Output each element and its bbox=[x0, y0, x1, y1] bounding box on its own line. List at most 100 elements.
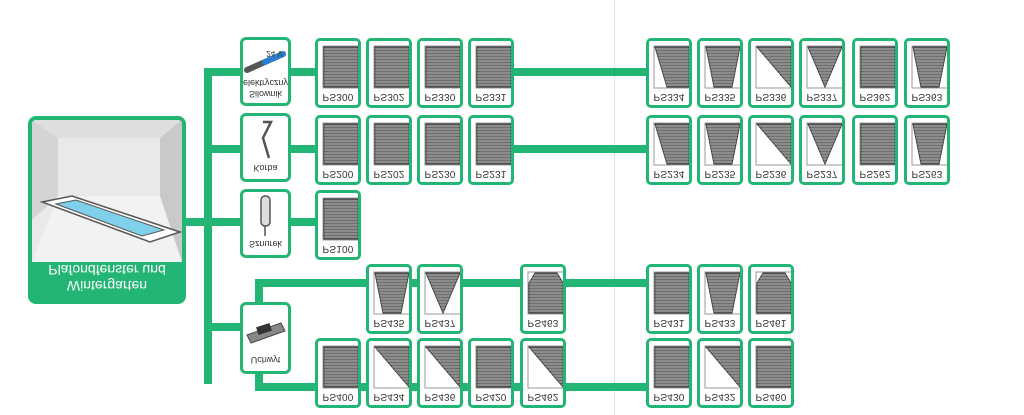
pleated-blind-icon bbox=[653, 271, 689, 315]
product-tile: PS337 bbox=[799, 38, 845, 108]
option-motor-label1: Silownik bbox=[248, 89, 282, 99]
product-tile: PS433 bbox=[697, 264, 743, 334]
connector-r3-a bbox=[286, 218, 318, 226]
option-crank-label: Korba bbox=[253, 163, 278, 173]
product-tile: PS436 bbox=[417, 338, 463, 408]
connector-r2-long bbox=[510, 145, 654, 153]
product-tile: PS437 bbox=[417, 264, 463, 334]
option-motor-sublabel: 24 V bbox=[266, 49, 283, 58]
product-tile: PS432 bbox=[697, 338, 743, 408]
pleated-blind-icon bbox=[322, 345, 358, 389]
product-tile: PS263 bbox=[904, 115, 950, 185]
pleated-blind-icon bbox=[373, 45, 409, 89]
product-code: PS262 bbox=[859, 168, 891, 179]
pleated-blind-icon bbox=[755, 345, 791, 389]
product-code: PS420 bbox=[475, 391, 507, 402]
cord-icon bbox=[260, 195, 271, 236]
pleated-blind-icon bbox=[911, 122, 947, 166]
product-code: PS300 bbox=[322, 91, 354, 102]
connector-r1-long bbox=[510, 68, 654, 76]
connector-trunk bbox=[184, 218, 208, 226]
product-code: PS434 bbox=[373, 391, 405, 402]
pleated-blind-icon bbox=[806, 122, 842, 166]
product-tile: PS230 bbox=[417, 115, 463, 185]
product-code: PS236 bbox=[755, 168, 787, 179]
product-code: PS302 bbox=[373, 91, 405, 102]
pleated-blind-icon bbox=[704, 345, 740, 389]
pleated-blind-icon bbox=[322, 122, 358, 166]
pleated-blind-icon bbox=[373, 122, 409, 166]
product-tile: PS334 bbox=[646, 38, 692, 108]
pleated-blind-icon bbox=[653, 122, 689, 166]
product-code: PS331 bbox=[475, 91, 507, 102]
product-code: PS432 bbox=[704, 391, 736, 402]
pleated-blind-icon bbox=[373, 271, 409, 315]
room-window-illustration bbox=[32, 120, 182, 262]
crank-icon bbox=[261, 120, 274, 159]
product-tile: PS331 bbox=[468, 38, 514, 108]
pleated-blind-icon bbox=[373, 345, 409, 389]
connector-r2-a bbox=[286, 145, 318, 153]
product-tile: PS434 bbox=[366, 338, 412, 408]
product-code: PS100 bbox=[322, 243, 354, 254]
pleated-blind-icon bbox=[322, 45, 358, 89]
product-code: PS237 bbox=[806, 168, 838, 179]
product-tile: PS235 bbox=[697, 115, 743, 185]
pleated-blind-icon bbox=[475, 45, 511, 89]
product-tile: PS463 bbox=[520, 264, 566, 334]
main-title-line1: Plafondfenster und bbox=[48, 262, 166, 278]
product-tile: PS336 bbox=[748, 38, 794, 108]
pleated-blind-icon bbox=[424, 271, 460, 315]
option-motor-label2: elektryczny bbox=[243, 78, 289, 88]
pleated-blind-icon bbox=[704, 271, 740, 315]
product-code: PS234 bbox=[653, 168, 685, 179]
product-tile: PS300 bbox=[315, 38, 361, 108]
pleated-blind-icon bbox=[424, 345, 460, 389]
option-motor: 24 V elektryczny Silownik bbox=[240, 37, 291, 106]
handle-icon bbox=[246, 322, 286, 344]
product-code: PS463 bbox=[527, 317, 559, 328]
product-code: PS362 bbox=[859, 91, 891, 102]
connector-vertical bbox=[204, 68, 212, 384]
option-cord: Sznurek bbox=[240, 189, 291, 258]
product-code: PS200 bbox=[322, 168, 354, 179]
product-code: PS330 bbox=[424, 91, 456, 102]
pleated-blind-icon bbox=[527, 345, 563, 389]
pleated-blind-icon bbox=[424, 45, 460, 89]
product-tile: PS363 bbox=[904, 38, 950, 108]
connector-r1 bbox=[204, 68, 246, 76]
connector-r3 bbox=[204, 218, 246, 226]
product-tile: PS100 bbox=[315, 190, 361, 260]
option-handle: Uchwyt bbox=[240, 302, 291, 374]
pleated-blind-icon bbox=[475, 122, 511, 166]
product-tile: PS335 bbox=[697, 38, 743, 108]
pleated-blind-icon bbox=[755, 122, 791, 166]
product-code: PS230 bbox=[424, 168, 456, 179]
product-code: PS334 bbox=[653, 91, 685, 102]
product-code: PS437 bbox=[424, 317, 456, 328]
product-code: PS263 bbox=[911, 168, 943, 179]
pleated-blind-icon bbox=[424, 122, 460, 166]
pleated-blind-icon bbox=[704, 122, 740, 166]
product-tile: PS262 bbox=[852, 115, 898, 185]
main-title-line2: Wintergarten bbox=[66, 278, 148, 294]
product-tile: PS400 bbox=[315, 338, 361, 408]
product-tile: PS431 bbox=[646, 264, 692, 334]
product-code: PS431 bbox=[653, 317, 685, 328]
option-handle-label: Uchwyt bbox=[250, 355, 281, 365]
connector-r1-a bbox=[286, 68, 318, 76]
product-tile: PS362 bbox=[852, 38, 898, 108]
product-tile: PS460 bbox=[748, 338, 794, 408]
pleated-blind-icon bbox=[755, 45, 791, 89]
pleated-blind-icon bbox=[911, 45, 947, 89]
pleated-blind-icon bbox=[322, 197, 358, 241]
product-code: PS235 bbox=[704, 168, 736, 179]
product-tile: PS462 bbox=[520, 338, 566, 408]
product-code: PS400 bbox=[322, 391, 354, 402]
product-tile: PS420 bbox=[468, 338, 514, 408]
product-code: PS436 bbox=[424, 391, 456, 402]
product-code: PS231 bbox=[475, 168, 507, 179]
main-category-box: Wintergarten Plafondfenster und bbox=[28, 116, 186, 304]
pleated-blind-icon bbox=[527, 271, 563, 315]
connector-r2 bbox=[204, 145, 246, 153]
